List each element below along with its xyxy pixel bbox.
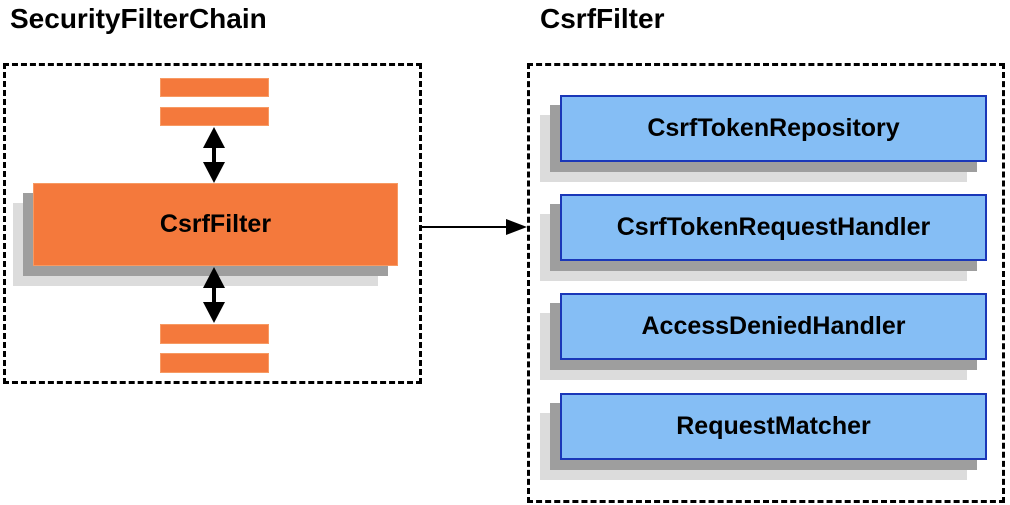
component-label: CsrfTokenRepository (647, 114, 900, 142)
component-label: AccessDeniedHandler (641, 312, 906, 340)
filter-placeholder-bar-top-2 (160, 107, 269, 126)
filter-placeholder-bar-top-1 (160, 78, 269, 97)
bidirectional-arrow-icon (203, 267, 225, 323)
component-label: RequestMatcher (676, 412, 871, 440)
component-label: CsrfTokenRequestHandler (616, 213, 931, 241)
csrf-filter-panel (527, 63, 1005, 503)
csrf-filter-box-label: CsrfFilter (159, 210, 272, 238)
csrf-filter-title: CsrfFilter (540, 3, 665, 34)
filter-placeholder-bar-bottom-2 (160, 353, 269, 373)
security-filter-chain-title: SecurityFilterChain (10, 3, 267, 34)
csrf-filter-box: CsrfFilter (33, 183, 398, 266)
filter-placeholder-bar-bottom-1 (160, 324, 269, 344)
component-box-request-matcher: RequestMatcher (560, 393, 987, 460)
bidirectional-arrow-icon (203, 127, 225, 183)
component-box-csrf-token-request-handler: CsrfTokenRequestHandler (560, 194, 987, 261)
component-box-csrf-token-repository: CsrfTokenRepository (560, 95, 987, 162)
component-box-access-denied-handler: AccessDeniedHandler (560, 293, 987, 360)
security-filter-chain-panel (3, 63, 422, 384)
flow-arrow-icon (422, 219, 527, 235)
